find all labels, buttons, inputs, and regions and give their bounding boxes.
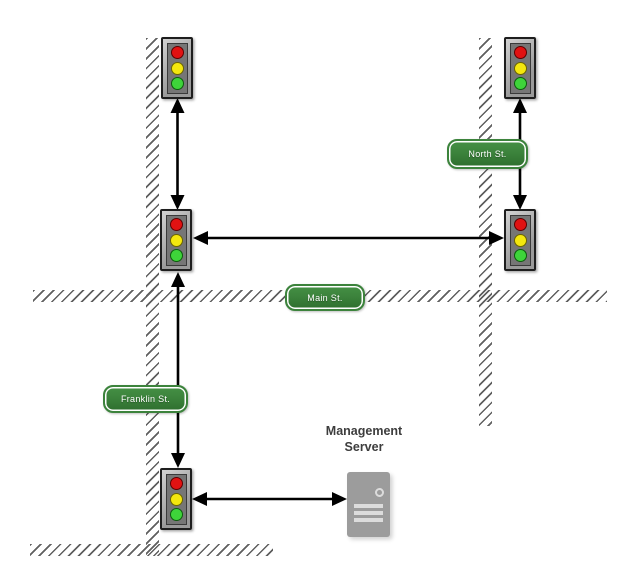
traffic-light-panel [509,214,531,266]
traffic-light-north-upper [504,37,536,99]
traffic-light-panel [165,473,187,525]
traffic-light-main-north [504,209,536,271]
management-server-label-line2: Server [344,440,384,454]
red-lamp-icon [170,46,184,59]
traffic-light-panel [509,42,531,94]
red-lamp-icon [513,218,527,231]
green-lamp-icon [169,249,183,262]
street-label-text: North St. [468,149,507,159]
road-south [30,544,273,556]
street-label-north-st: North St. [447,139,528,169]
road-north-st [479,38,492,426]
traffic-light-franklin-upper [161,37,193,99]
green-lamp-icon [169,508,183,521]
yellow-lamp-icon [513,233,527,247]
traffic-light-panel [165,214,187,266]
server-vent-icon [354,504,383,508]
street-label-main-st: Main St. [285,284,365,311]
green-lamp-icon [513,249,527,262]
red-lamp-icon [169,477,183,490]
server-vent-icon [354,518,383,522]
traffic-light-panel [166,42,188,94]
yellow-lamp-icon [169,492,183,506]
link-arrow-server [192,492,347,506]
green-lamp-icon [513,77,527,90]
yellow-lamp-icon [170,61,184,75]
traffic-light-main-franklin [160,209,192,271]
link-arrow-franklin-upper [170,98,185,210]
management-server-icon [347,472,390,537]
street-label-franklin-st: Franklin St. [103,385,188,413]
server-vent-icon [354,511,383,515]
management-server-label-line1: Management [325,424,403,438]
street-label-text: Main St. [307,292,343,303]
link-arrow-franklin-lower [171,272,185,468]
street-label-text: Franklin St. [120,394,171,404]
traffic-light-franklin-lower [160,468,192,530]
yellow-lamp-icon [169,233,183,247]
link-arrow-main-st [193,231,504,245]
yellow-lamp-icon [513,61,527,75]
server-power-button-icon [375,488,384,497]
red-lamp-icon [169,218,183,231]
management-server-label: Management Server [294,423,434,455]
green-lamp-icon [170,77,184,90]
red-lamp-icon [513,46,527,59]
